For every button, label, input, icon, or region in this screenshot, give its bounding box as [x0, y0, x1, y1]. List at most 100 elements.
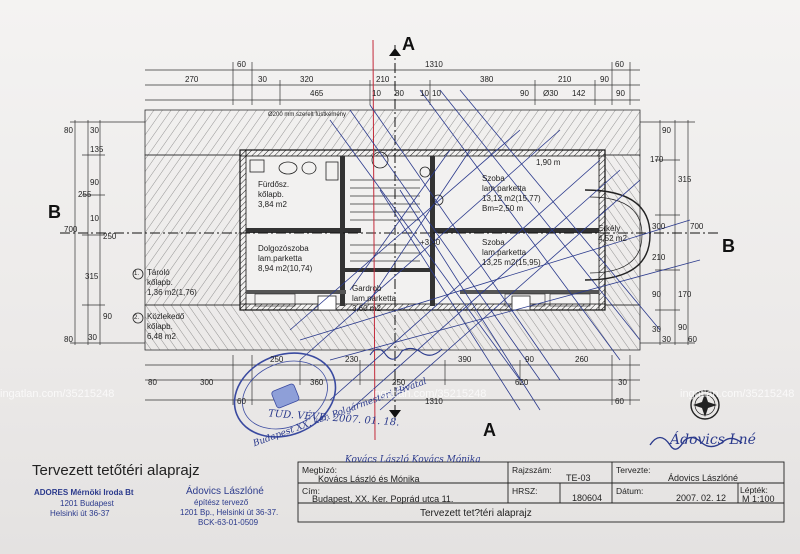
- north-arrow-icon: [690, 390, 720, 420]
- architect-code: BCK-63-01-0509: [198, 518, 259, 527]
- legend-area: 1,36 m2(1,76): [147, 288, 197, 297]
- dim-label: 10: [372, 89, 381, 98]
- room-name: Fürdősz.: [258, 180, 290, 189]
- handwritten-scribble-icon: [369, 347, 443, 360]
- legend-num: 1.: [134, 271, 140, 277]
- dim-label: 90: [520, 89, 529, 98]
- tb-drawing-no-label: Rajzszám:: [512, 465, 552, 475]
- dim-label: 315: [678, 175, 692, 184]
- legend-floor: kőlapb.: [147, 278, 173, 287]
- room-height: Bm=2,50 m: [482, 204, 524, 213]
- dim-label: 30: [88, 333, 97, 342]
- room-balcony: Erkély 4,52 m2: [598, 224, 627, 244]
- dim-label: 255: [78, 190, 92, 199]
- dim-label: 135: [90, 145, 104, 154]
- legend-num: 2.: [134, 315, 140, 321]
- dim-label: 250: [392, 378, 406, 387]
- right-dimension-lines: [640, 120, 695, 345]
- dim-label: 90: [103, 312, 112, 321]
- room-name: Gardrob: [352, 284, 382, 293]
- room-area: 13,12 m2(15,77): [482, 194, 541, 203]
- roof-top-hatch: [144, 109, 641, 156]
- dim-label: 300: [652, 222, 666, 231]
- room-bedroom-2: Szoba lam.parketta 13,25 m2(15,95): [482, 238, 541, 268]
- watermark: ingatlan.com/35215248: [372, 388, 487, 400]
- dim-label: 300: [200, 378, 214, 387]
- dim-label: 250: [270, 355, 284, 364]
- room-bedroom-1: Szoba lam.parketta 13,12 m2(15,77) Bm=2,…: [482, 174, 541, 214]
- dim-label: 210: [376, 75, 390, 84]
- dim-label: 80: [395, 89, 404, 98]
- height-mark: 1,90 m: [536, 158, 561, 167]
- office-address: 1201 Budapest: [60, 499, 114, 508]
- watermark: ingatlan.com/35215248: [680, 388, 795, 400]
- room-area: 3,84 m2: [258, 200, 287, 209]
- section-b-right: B: [722, 236, 735, 256]
- dim-label: 30: [652, 325, 661, 334]
- tb-scale-label: Lépték:: [740, 485, 768, 495]
- dim-label: 10: [432, 89, 441, 98]
- tb-scale-value: M 1:100: [742, 494, 775, 504]
- dim-label: 60: [688, 335, 697, 344]
- dim-label: 315: [85, 272, 99, 281]
- dim-label: 700: [64, 225, 78, 234]
- tb-designer-value: Ádovics Lászlóné: [668, 473, 739, 483]
- dim-label: 1310: [425, 60, 443, 69]
- roof-right-hatch: [604, 154, 641, 306]
- dim-label: 80: [64, 126, 73, 135]
- dim-label: 230: [345, 355, 359, 364]
- tb-address-value: Budapest, XX. Ker. Poprád utca 11.: [312, 494, 454, 504]
- roof-note: Ø200 mm szerelt füstkémény: [268, 112, 347, 118]
- dim-label: 210: [558, 75, 572, 84]
- dim-label: 60: [615, 60, 624, 69]
- dim-label: 170: [650, 155, 664, 164]
- section-a-top: A: [402, 34, 415, 54]
- dim-label: 90: [525, 355, 534, 364]
- tb-drawing-name: Tervezett tet?téri alaprajz: [420, 508, 532, 519]
- authority-stamp: [233, 352, 337, 438]
- red-marker-line: [372, 39, 376, 441]
- dim-label: 30: [258, 75, 267, 84]
- room-floor: lam.parketta: [482, 248, 527, 257]
- legend-name: Közlekedő: [147, 312, 185, 321]
- legend-name: Tároló: [147, 268, 170, 277]
- page-title: Tervezett tetőtéri alaprajz: [32, 462, 200, 479]
- bottom-dimension-lines: [145, 355, 640, 405]
- dim-label: 60: [237, 60, 246, 69]
- title-block-grid: [297, 461, 785, 523]
- dim-label: 10: [90, 214, 99, 223]
- dim-label: 170: [678, 290, 692, 299]
- roof-bottom-hatch: [144, 304, 641, 351]
- left-dimension-lines: [70, 120, 145, 345]
- room-name: Szoba: [482, 238, 505, 247]
- room-area: 3,60 m2: [352, 304, 381, 313]
- tb-date-value: 2007. 02. 12: [676, 493, 727, 503]
- tb-designer-label: Tervezte:: [616, 465, 651, 475]
- building-walls: [239, 149, 651, 311]
- dim-label: 90: [652, 290, 661, 299]
- dim-label: 90: [90, 178, 99, 187]
- room-floor: lam.parketta: [352, 294, 397, 303]
- dim-label: Ø30: [543, 89, 559, 98]
- room-name: Szoba: [482, 174, 505, 183]
- tb-date-label: Dátum:: [616, 486, 644, 496]
- dim-label: 700: [690, 222, 704, 231]
- tb-drawing-no-value: TE-03: [566, 473, 591, 483]
- tb-hrsz-value: 180604: [572, 493, 603, 503]
- dim-label: 60: [237, 397, 246, 406]
- room-name: Erkély: [598, 224, 621, 233]
- tb-address-label: Cím:: [302, 486, 320, 496]
- dim-label: 30: [662, 335, 671, 344]
- legend-floor: kőlapb.: [147, 322, 173, 331]
- legend-area: 6,48 m2: [147, 332, 176, 341]
- dim-label: 80: [148, 378, 157, 387]
- dim-label: 90: [600, 75, 609, 84]
- room-wardrobe: Gardrob lam.parketta 3,60 m2: [352, 284, 396, 314]
- tb-client-value: Kovács László és Mónika: [318, 474, 420, 484]
- room-floor: lam.parketta: [258, 254, 303, 263]
- roof-left-hatch: [144, 154, 241, 306]
- room-area: 13,25 m2(15,95): [482, 258, 541, 267]
- pen-annotations: [289, 89, 701, 411]
- room-area: 4,52 m2: [598, 234, 627, 243]
- architect-address: 1201 Bp., Helsinki út 36-37.: [180, 508, 279, 517]
